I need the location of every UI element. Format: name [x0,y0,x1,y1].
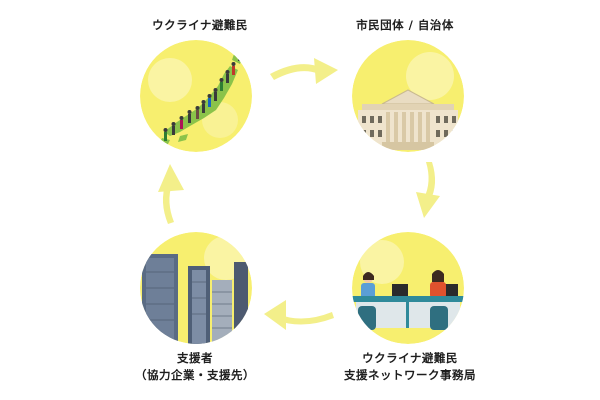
label-network-line2: 支援ネットワーク事務局 [344,368,476,382]
arrow-left [158,164,184,224]
label-network-line1: ウクライナ避難民 [362,351,458,365]
office-illustration [352,232,464,344]
japan-map-illustration [140,40,252,152]
person-right-shirt [430,282,446,298]
label-supporters-line1: 支援者 [177,351,213,365]
label-municipality: 市民団体 / 自治体 [356,18,454,32]
columns [386,112,430,142]
label-supporters: 支援者 （協力企業・支援先） [115,350,275,384]
arrow-top [270,58,338,84]
arrow-bottom [264,300,334,330]
desk [352,296,464,302]
network-node [352,232,464,344]
label-refugees: ウクライナ避難民 [152,18,248,32]
municipality-node [352,40,464,152]
people-group [163,48,242,141]
monitor-left [392,284,408,296]
chair-right [430,306,448,330]
building-illustration [352,40,464,152]
person-left-shirt [361,283,375,299]
label-supporters-line2: （協力企業・支援先） [135,368,255,382]
refugees-node [140,40,252,152]
arrow-right [416,162,440,218]
label-network: ウクライナ避難民 支援ネットワーク事務局 [330,350,490,384]
